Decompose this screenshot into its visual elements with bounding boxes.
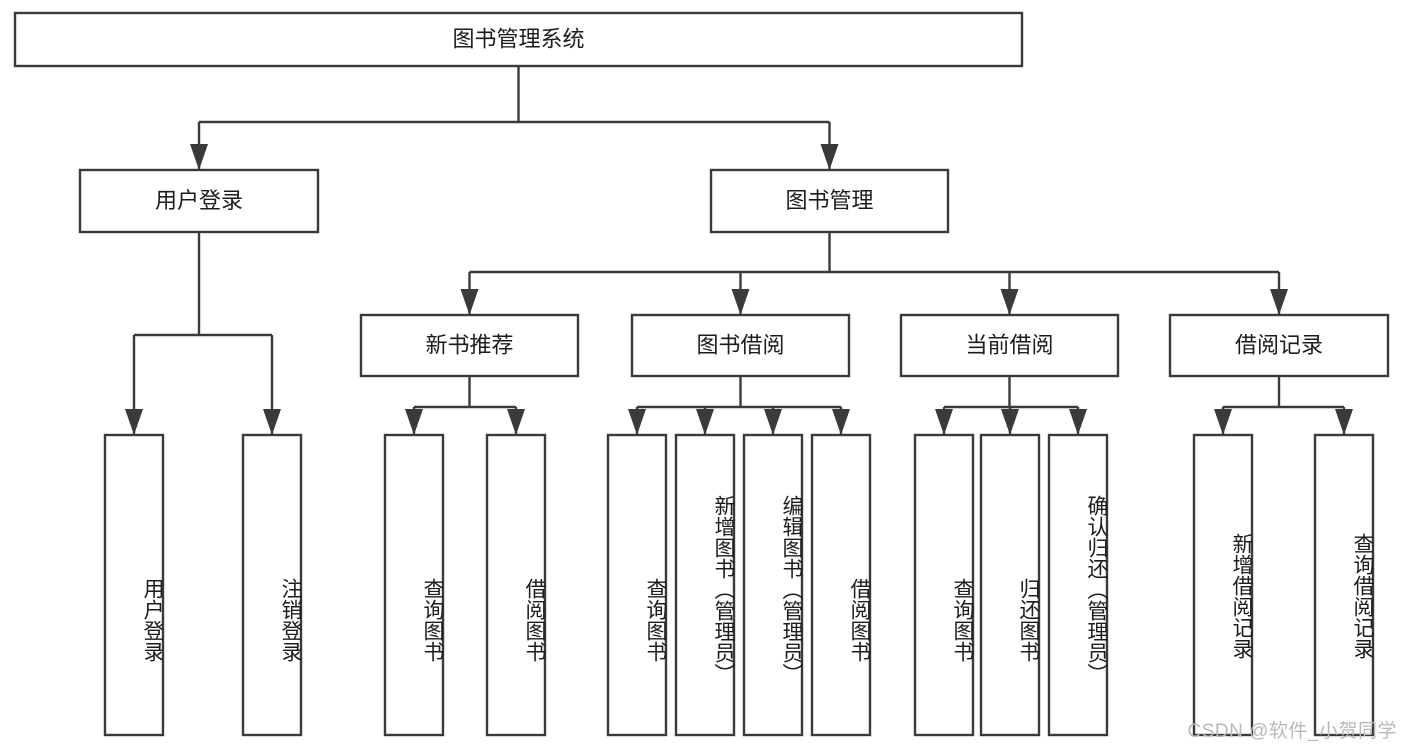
node-box-leaf-5[interactable] [674, 433, 736, 737]
node-box-layer [13, 11, 1390, 737]
arrow-head-icon-leaf-11 [1214, 409, 1232, 435]
arrow-head-icon-leaf-10 [1069, 409, 1087, 435]
arrow-head-icon-leaf-1 [263, 409, 281, 435]
arrow-head-icon-level3-3 [1270, 289, 1288, 315]
connector-layer [125, 66, 1353, 435]
node-box-leaf-8[interactable] [913, 433, 975, 737]
node-box-leaf-3[interactable] [485, 433, 547, 737]
node-box-root[interactable] [13, 11, 1024, 68]
arrow-head-icon-level3-0 [460, 289, 479, 315]
arrow-head-icon-level3-2 [1000, 289, 1019, 315]
node-box-level2-1[interactable] [709, 168, 950, 234]
arrow-head-icon-level2-1 [820, 144, 839, 170]
node-box-leaf-12[interactable] [1313, 433, 1375, 737]
arrow-head-icon-leaf-7 [832, 409, 850, 435]
arrow-head-icon-leaf-3 [507, 409, 525, 435]
node-box-leaf-1[interactable] [241, 433, 303, 737]
node-box-leaf-6[interactable] [742, 433, 804, 737]
arrow-head-icon-leaf-12 [1335, 409, 1353, 435]
node-label-level3-2: 当前借阅 [965, 332, 1053, 357]
node-box-level3-2[interactable] [899, 313, 1120, 378]
node-label-level3-0: 新书推荐 [425, 332, 513, 357]
arrow-head-icon-leaf-9 [1001, 409, 1019, 435]
node-label-level2-0: 用户登录 [155, 188, 243, 213]
node-label-level3-1: 图书借阅 [696, 332, 784, 357]
node-box-level3-3[interactable] [1168, 313, 1390, 378]
csdn-watermark: CSDN @软件_小贺同学 [1187, 721, 1397, 742]
arrow-head-icon-leaf-4 [628, 409, 646, 435]
node-box-leaf-0[interactable] [103, 433, 165, 737]
node-box-level2-0[interactable] [78, 168, 320, 234]
node-box-leaf-11[interactable] [1192, 433, 1254, 737]
node-box-leaf-2[interactable] [383, 433, 445, 737]
node-box-leaf-4[interactable] [606, 433, 668, 737]
arrow-head-icon-leaf-8 [935, 409, 953, 435]
arrow-head-icon-leaf-2 [405, 409, 423, 435]
arrow-head-icon-level3-1 [731, 289, 750, 315]
node-label-level2-1: 图书管理 [785, 188, 873, 213]
node-box-leaf-7[interactable] [810, 433, 872, 737]
node-box-leaf-9[interactable] [979, 433, 1041, 737]
arrow-head-icon-leaf-5 [696, 409, 714, 435]
node-box-level3-1[interactable] [630, 313, 851, 378]
node-label-level3-3: 借阅记录 [1235, 332, 1323, 357]
arrow-head-icon-leaf-0 [125, 409, 143, 435]
node-box-level3-0[interactable] [359, 313, 580, 378]
node-box-leaf-10[interactable] [1047, 433, 1109, 737]
arrow-head-icon-leaf-6 [764, 409, 782, 435]
node-label-root: 图书管理系统 [452, 26, 584, 51]
arrow-head-icon-level2-0 [190, 144, 208, 170]
